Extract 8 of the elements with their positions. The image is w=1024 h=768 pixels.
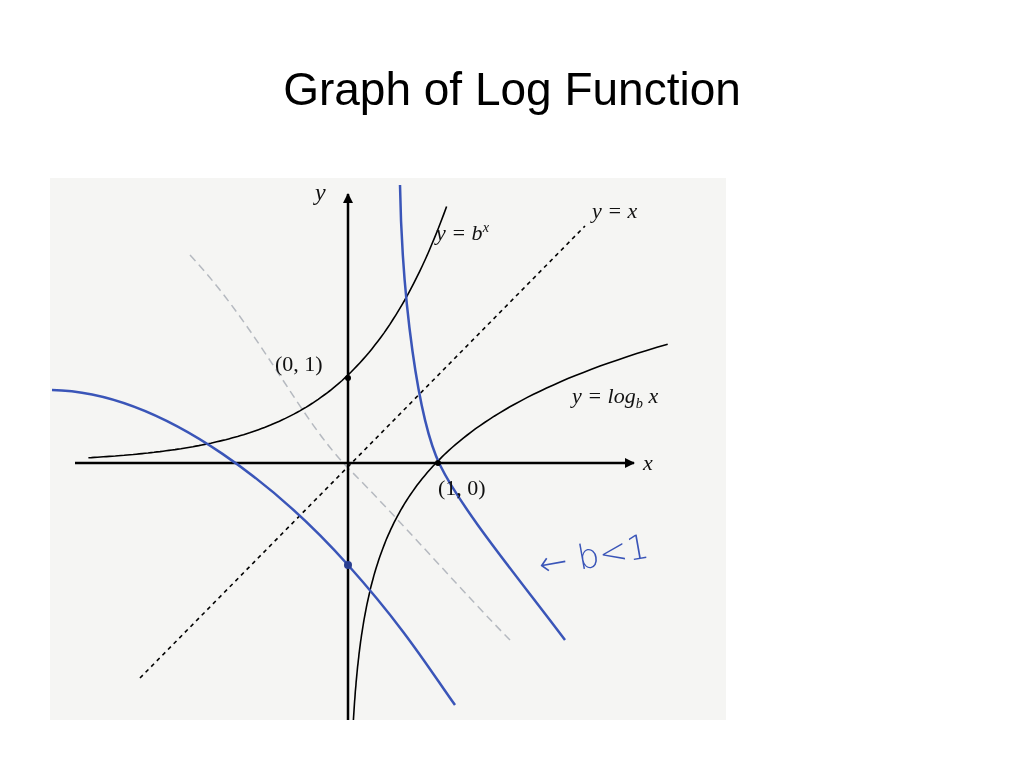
title: Graph of Log Function bbox=[282, 62, 742, 116]
axis-label: (0, 1) bbox=[275, 353, 323, 375]
axis-label: x bbox=[643, 452, 653, 474]
axis-label: y bbox=[315, 180, 326, 204]
axis-label: y = x bbox=[592, 200, 638, 222]
axis-label: y = b$^{x}$ bbox=[436, 220, 489, 245]
handwritten-note: ← b<1 bbox=[535, 528, 652, 582]
axis-label: y = log$_{b}$ x bbox=[572, 385, 659, 411]
